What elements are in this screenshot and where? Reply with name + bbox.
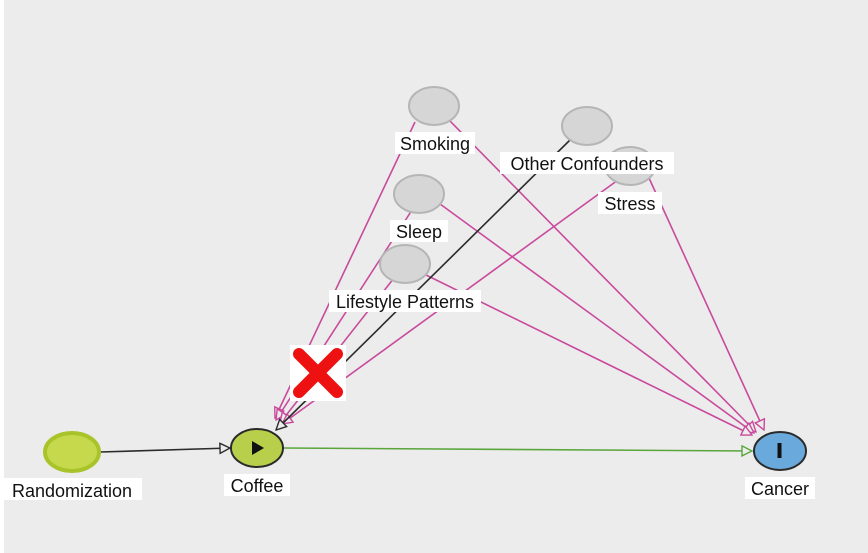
- node-label: Coffee: [231, 476, 284, 496]
- diagram-canvas[interactable]: Smoking Stress Other Confounders Sleep L…: [4, 0, 868, 553]
- edge-stress-cancer[interactable]: [648, 177, 764, 430]
- edge-coffee-cancer[interactable]: [283, 448, 752, 451]
- node-other-confounders[interactable]: [561, 106, 613, 146]
- label-background: [500, 152, 674, 174]
- node-sleep[interactable]: Sleep: [390, 174, 448, 242]
- node-coffee[interactable]: Coffee: [224, 428, 290, 496]
- edge-sleep-cancer[interactable]: [439, 203, 754, 433]
- play-icon: [252, 441, 264, 455]
- node-label: Cancer: [751, 479, 809, 499]
- node-label: Stress: [604, 194, 655, 214]
- edge-randomization-coffee[interactable]: [99, 448, 230, 452]
- node-smoking[interactable]: Smoking: [395, 86, 475, 154]
- cross-icon: [290, 345, 346, 401]
- causal-diagram: Smoking Stress Other Confounders Sleep L…: [4, 86, 815, 501]
- node-label-other-confounders: Other Confounders: [510, 154, 663, 174]
- node-cancer[interactable]: Cancer: [745, 431, 815, 499]
- node-label: Sleep: [396, 222, 442, 242]
- node-lifestyle-patterns[interactable]: Lifestyle Patterns: [329, 244, 481, 312]
- node-label: Randomization: [12, 481, 132, 501]
- node-label: Lifestyle Patterns: [336, 292, 474, 312]
- node-label: Smoking: [400, 134, 470, 154]
- node-randomization[interactable]: Randomization: [4, 431, 142, 501]
- bar-icon: [777, 443, 782, 458]
